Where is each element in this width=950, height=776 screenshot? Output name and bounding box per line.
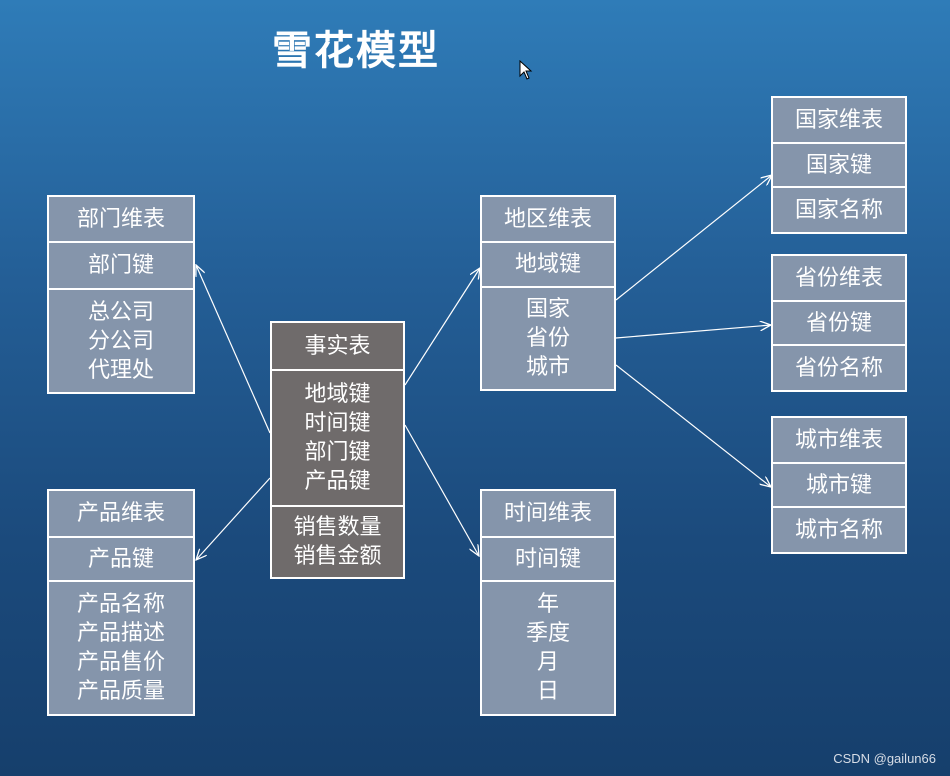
page-title: 雪花模型 bbox=[272, 28, 440, 74]
table-region-field: 城市 bbox=[525, 355, 570, 380]
table-product-key: 产品键 bbox=[49, 538, 193, 582]
table-product-fields: 产品名称 产品描述 产品售价 产品质量 bbox=[49, 582, 193, 714]
table-fact-key: 地域键 bbox=[304, 382, 371, 407]
table-fact: 事实表 地域键 时间键 部门键 产品键 销售数量 销售金额 bbox=[270, 321, 405, 579]
arrow-region-to-city bbox=[615, 364, 771, 487]
table-product: 产品维表 产品键 产品名称 产品描述 产品售价 产品质量 bbox=[47, 489, 195, 716]
table-fact-measures: 销售数量 销售金额 bbox=[272, 507, 403, 577]
table-product-field: 产品描述 bbox=[76, 621, 165, 646]
arrow-region-to-country bbox=[615, 175, 772, 301]
table-dept-fields: 总公司 分公司 代理处 bbox=[49, 290, 193, 392]
table-country-field: 国家名称 bbox=[794, 197, 883, 223]
arrow-fact-to-region bbox=[404, 268, 480, 386]
table-region: 地区维表 地域键 国家 省份 城市 bbox=[480, 195, 616, 391]
table-time-header: 时间维表 bbox=[482, 491, 614, 538]
table-product-field: 产品名称 bbox=[76, 592, 165, 617]
table-country-header: 国家维表 bbox=[773, 98, 905, 144]
table-time-field: 日 bbox=[536, 679, 559, 704]
table-province-header: 省份维表 bbox=[773, 256, 905, 302]
table-fact-key: 产品键 bbox=[304, 469, 371, 494]
arrow-fact-to-time bbox=[404, 424, 479, 556]
table-time-key: 时间键 bbox=[482, 538, 614, 582]
table-country: 国家维表 国家键 国家名称 bbox=[771, 96, 907, 234]
table-dept-field: 代理处 bbox=[87, 357, 154, 383]
table-fact-key: 部门键 bbox=[304, 440, 371, 465]
table-fact-header: 事实表 bbox=[272, 323, 403, 371]
table-region-field: 国家 bbox=[525, 297, 570, 322]
table-dept: 部门维表 部门键 总公司 分公司 代理处 bbox=[47, 195, 195, 394]
arrow-fact-to-dept bbox=[196, 265, 271, 434]
table-province-key: 省份键 bbox=[773, 302, 905, 346]
table-city: 城市维表 城市键 城市名称 bbox=[771, 416, 907, 554]
watermark: CSDN @gailun66 bbox=[833, 751, 936, 766]
arrow-fact-to-product bbox=[196, 477, 271, 560]
table-product-field: 产品质量 bbox=[76, 679, 165, 704]
mouse-cursor-icon bbox=[519, 60, 533, 80]
table-dept-header: 部门维表 bbox=[49, 197, 193, 243]
table-time-fields: 年 季度 月 日 bbox=[482, 582, 614, 714]
table-fact-keys: 地域键 时间键 部门键 产品键 bbox=[272, 371, 403, 507]
table-time-field: 月 bbox=[536, 650, 559, 675]
table-dept-key: 部门键 bbox=[49, 243, 193, 290]
table-region-key: 地域键 bbox=[482, 243, 614, 288]
table-province-field: 省份名称 bbox=[794, 355, 883, 381]
table-city-field: 城市名称 bbox=[794, 517, 883, 543]
table-city-key: 城市键 bbox=[773, 464, 905, 508]
table-region-field: 省份 bbox=[525, 326, 570, 351]
table-product-field: 产品售价 bbox=[76, 650, 165, 675]
table-dept-field: 分公司 bbox=[87, 328, 154, 354]
table-dept-field: 总公司 bbox=[87, 299, 154, 325]
table-fact-measure: 销售金额 bbox=[293, 544, 382, 569]
arrow-region-to-province bbox=[615, 325, 771, 339]
table-city-header: 城市维表 bbox=[773, 418, 905, 464]
table-fact-measure: 销售数量 bbox=[293, 515, 382, 540]
table-time: 时间维表 时间键 年 季度 月 日 bbox=[480, 489, 616, 716]
table-region-fields: 国家 省份 城市 bbox=[482, 288, 614, 389]
table-province: 省份维表 省份键 省份名称 bbox=[771, 254, 907, 392]
table-product-header: 产品维表 bbox=[49, 491, 193, 538]
table-time-field: 季度 bbox=[525, 621, 570, 646]
table-region-header: 地区维表 bbox=[482, 197, 614, 243]
table-country-key: 国家键 bbox=[773, 144, 905, 188]
table-fact-key: 时间键 bbox=[304, 411, 371, 436]
table-time-field: 年 bbox=[536, 592, 559, 617]
